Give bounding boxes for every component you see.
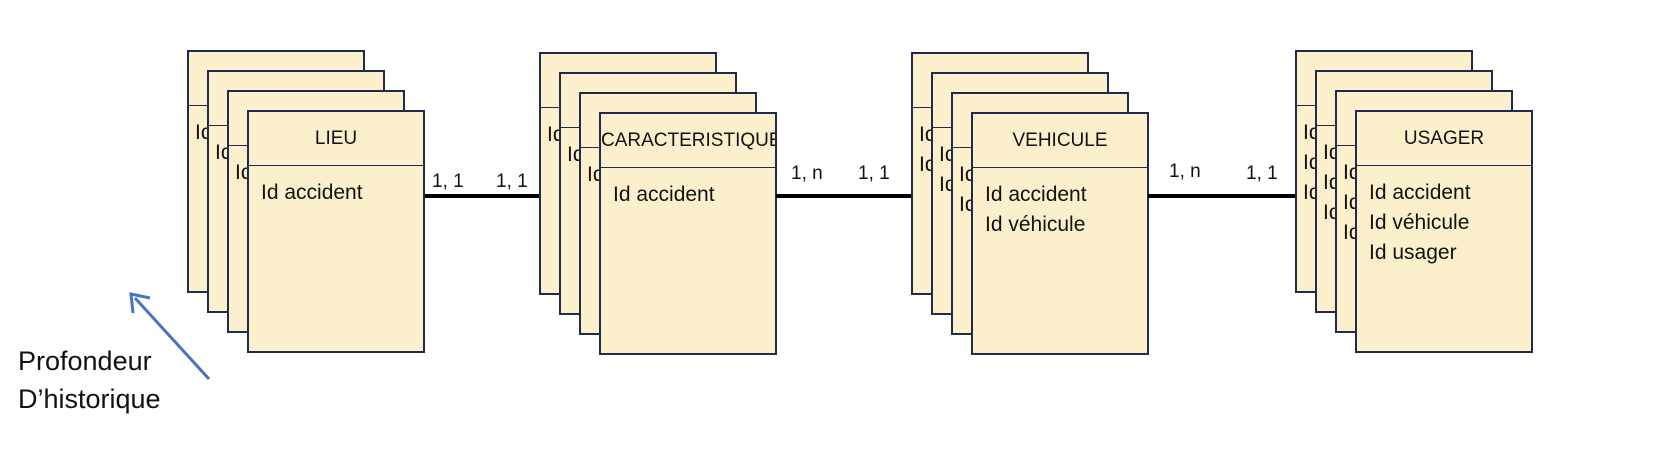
cardinality-label: 1, n [791, 163, 823, 184]
cardinality-label: 1, 1 [496, 171, 528, 192]
attribute-row: Id accident [985, 183, 1087, 206]
entity-attributes: Id accident [613, 180, 715, 210]
relation-line-vehicule-usager [1148, 194, 1295, 198]
entity-title: USAGER [1357, 112, 1531, 166]
entity-card-usager: USAGER Id accident Id véhicule Id usager [1355, 110, 1533, 353]
entity-attributes: Id accident [261, 178, 363, 208]
history-depth-legend: Profondeur D’historique [18, 342, 161, 418]
legend-line-1: Profondeur [18, 346, 152, 376]
cardinality-label: 1, n [1169, 161, 1201, 182]
entity-title: CARACTERISTIQUE [601, 114, 775, 168]
attribute-row: Id accident [1369, 181, 1471, 204]
entity-card-caracteristique: CARACTERISTIQUE Id accident [599, 112, 777, 355]
cardinality-label: 1, 1 [858, 163, 890, 184]
cardinality-label: 1, 1 [432, 171, 464, 192]
attribute-row: Id accident [261, 181, 363, 204]
attribute-row: Id véhicule [1369, 211, 1470, 234]
entity-attributes: Id accident Id véhicule Id usager [1369, 178, 1471, 268]
attribute-row: Id usager [1369, 241, 1457, 264]
cardinality-label: 1, 1 [1246, 163, 1278, 184]
entity-card-lieu: LIEU Id accident [247, 110, 425, 353]
attribute-row: Id véhicule [985, 213, 1086, 236]
relation-line-caracteristique-vehicule [776, 194, 911, 198]
entity-title: VEHICULE [973, 114, 1147, 168]
entity-title: LIEU [249, 112, 423, 166]
attribute-row: Id accident [613, 183, 715, 206]
entity-card-vehicule: VEHICULE Id accident Id véhicule [971, 112, 1149, 355]
entity-attributes: Id accident Id véhicule [985, 180, 1087, 240]
legend-line-2: D’historique [18, 384, 161, 414]
relation-line-lieu-caracteristique [425, 194, 539, 198]
